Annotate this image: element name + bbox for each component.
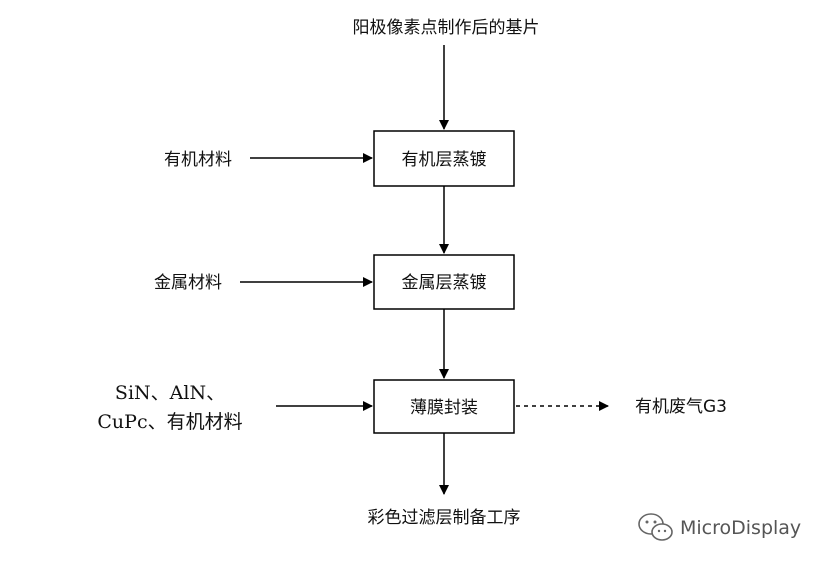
wechat-icon [638, 513, 673, 541]
thin-film-encapsulation-step: 薄膜封装 [410, 398, 478, 418]
metal-material-input: 金属材料 [154, 273, 222, 293]
thin-film-encapsulation-box [373, 379, 515, 434]
watermark-text: MicroDisplay [680, 517, 801, 539]
start-label: 阳极像素点制作后的基片 [353, 18, 540, 38]
organic-material-input: 有机材料 [164, 150, 232, 170]
organic-layer-box [373, 130, 515, 187]
organic-layer-step: 有机层蒸镀 [402, 150, 487, 170]
end-label: 彩色过滤层制备工序 [368, 508, 521, 528]
encap-material-line1: SiN、AlN、 [115, 382, 225, 404]
metal-layer-box [373, 254, 515, 310]
encap-material-line2: CuPc、有机材料 [97, 411, 242, 433]
exhaust-output: 有机废气G3 [635, 397, 727, 417]
metal-layer-step: 金属层蒸镀 [402, 273, 487, 293]
